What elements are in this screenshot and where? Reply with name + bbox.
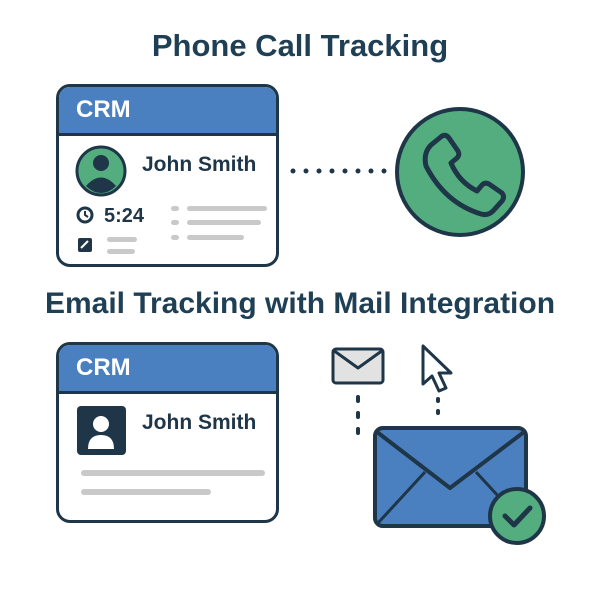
crm-card-header: CRM — [59, 87, 276, 136]
crm-call-card: CRM John Smith 5:24 — [56, 84, 279, 267]
check-icon — [488, 487, 546, 545]
avatar-icon — [75, 145, 127, 197]
activity-lines — [81, 470, 265, 495]
envelope-icon — [373, 426, 528, 528]
contact-name: John Smith — [142, 153, 257, 176]
call-card-graphics — [75, 145, 267, 254]
cursor-connector — [436, 397, 440, 415]
mouse-cursor-icon — [421, 344, 453, 393]
call-connector — [290, 168, 387, 174]
small-envelope-icon — [331, 347, 385, 385]
contact-name: John Smith — [142, 411, 257, 434]
note-icon — [78, 238, 92, 252]
envelope-connector — [356, 395, 360, 435]
clock-icon — [76, 206, 94, 224]
crm-card-header: CRM — [59, 345, 276, 394]
phone-icon — [395, 107, 525, 237]
email-tracking-title: Email Tracking with Mail Integration — [44, 287, 556, 320]
phone-tracking-title: Phone Call Tracking — [151, 28, 449, 63]
crm-email-card: CRM John Smith — [56, 342, 279, 523]
contact-card-icon — [77, 406, 126, 455]
call-duration: 5:24 — [104, 205, 145, 227]
email-card-graphics — [77, 406, 265, 495]
activity-lines — [107, 206, 267, 254]
